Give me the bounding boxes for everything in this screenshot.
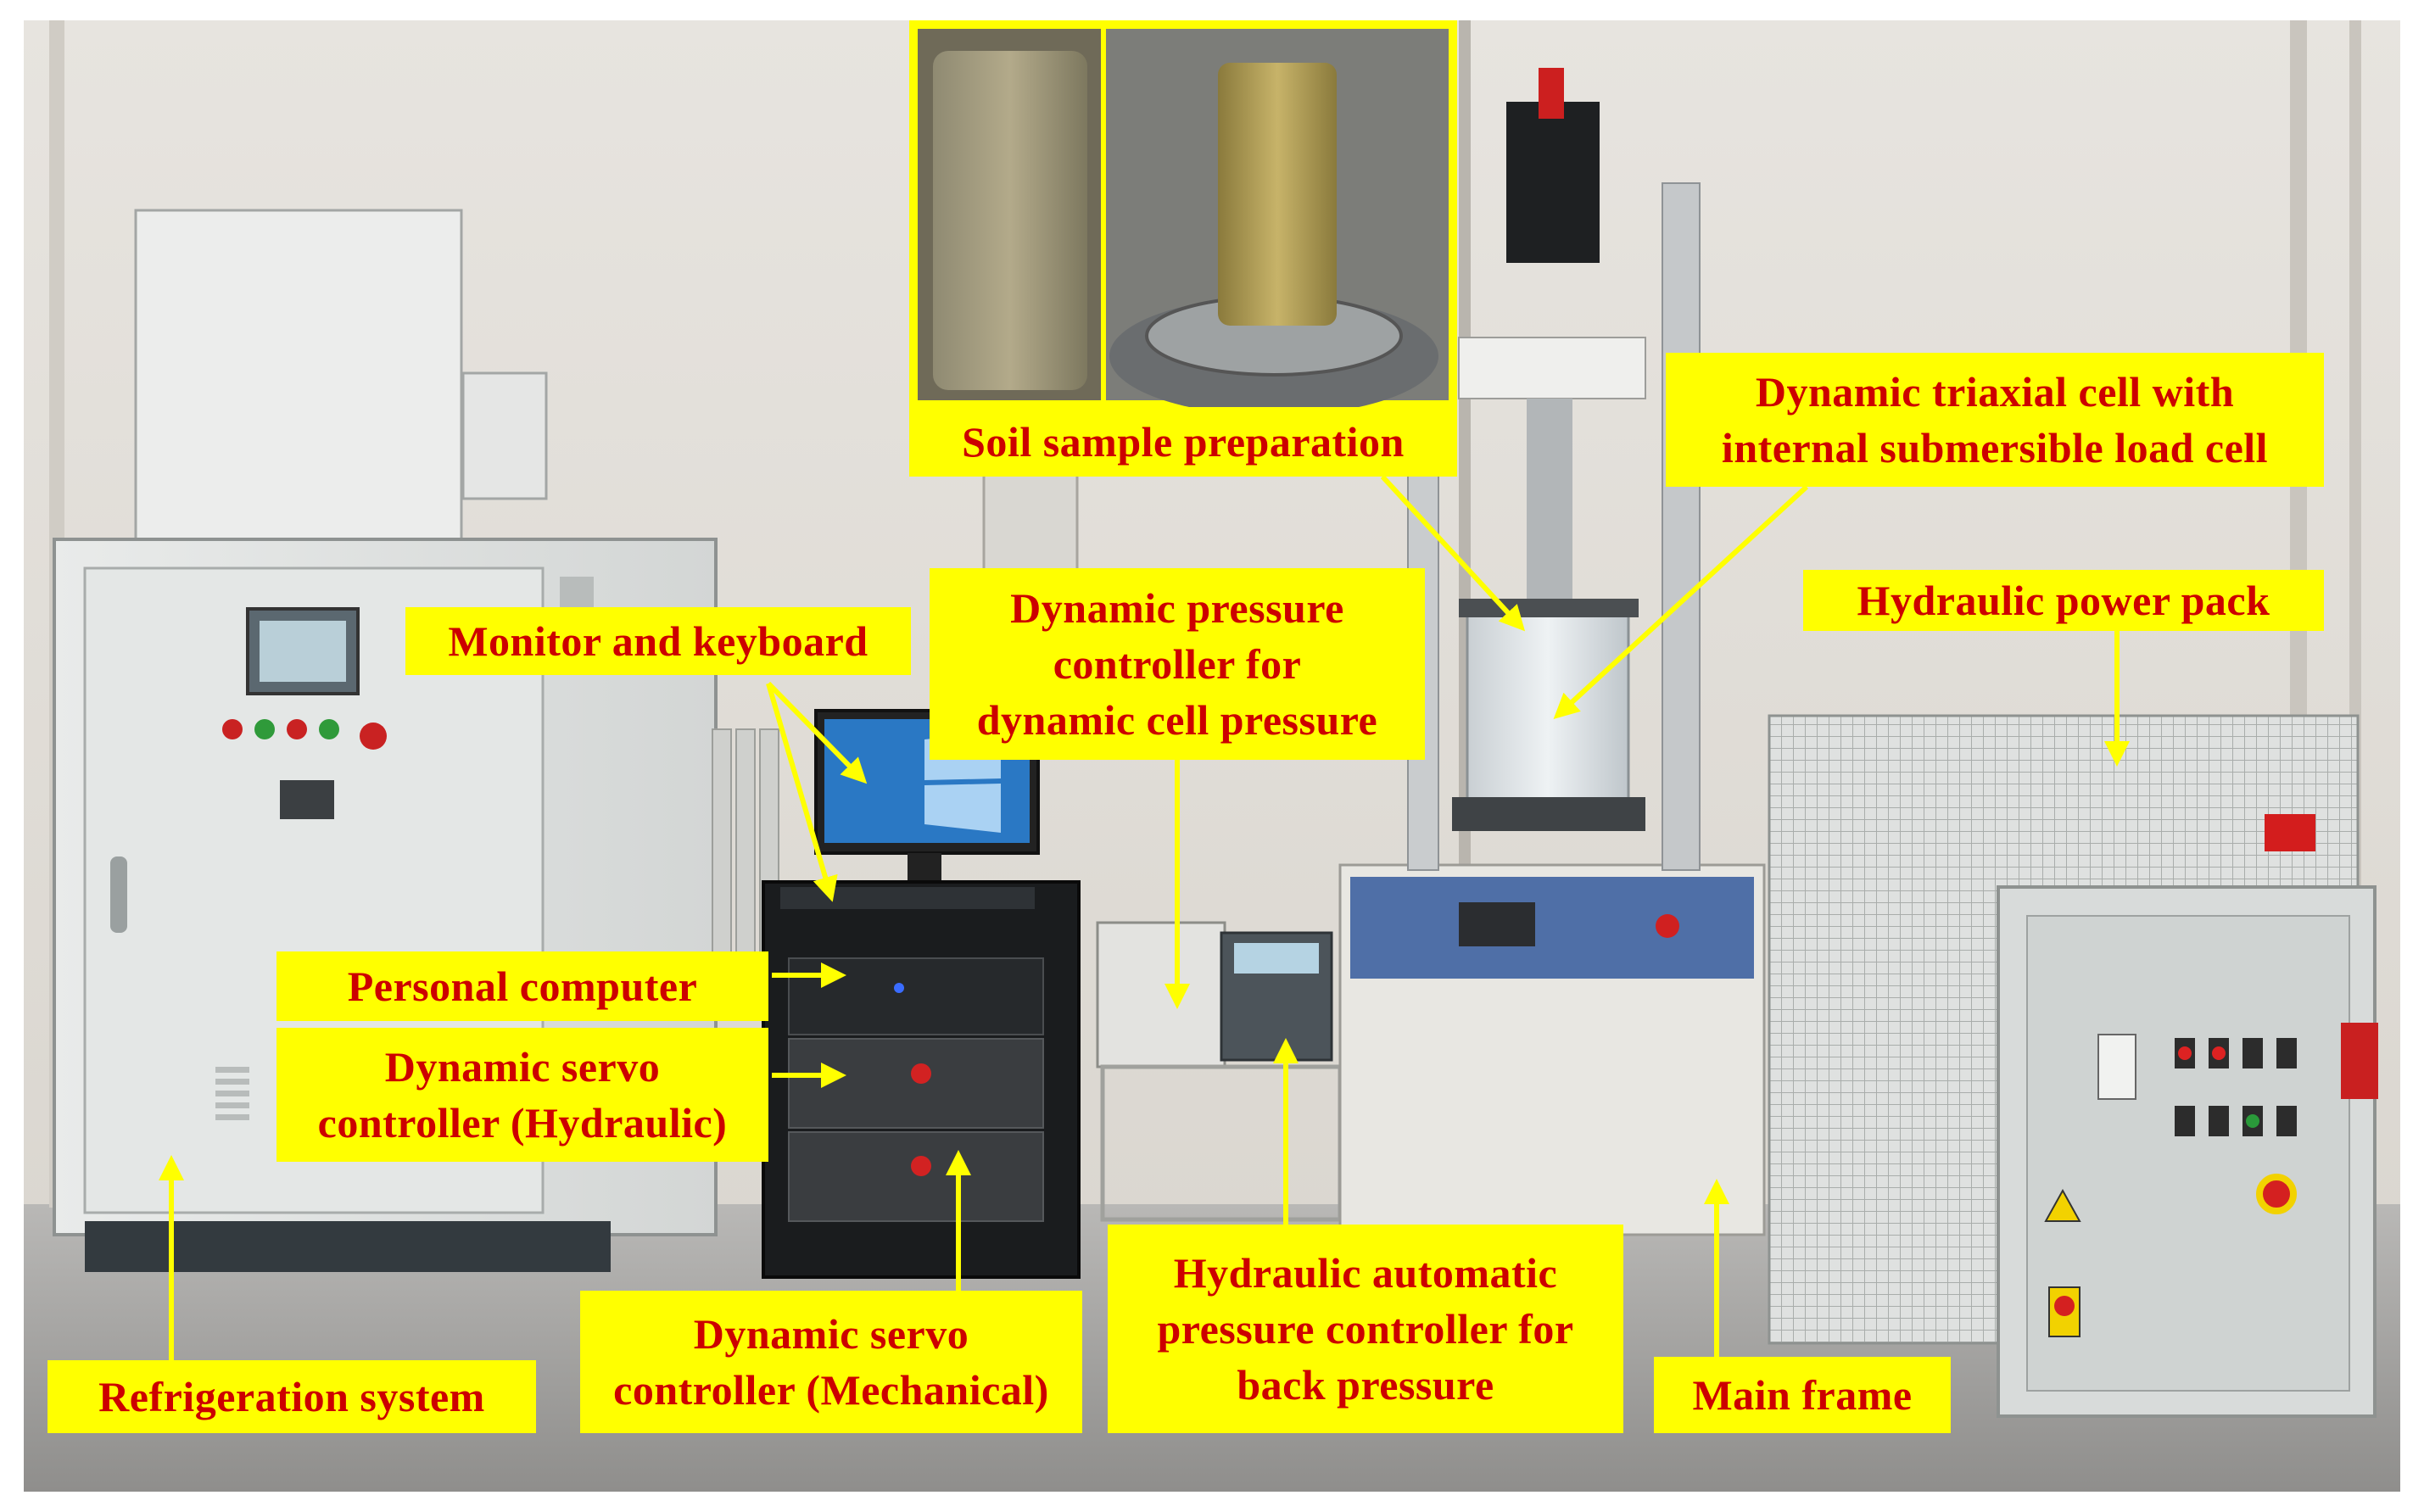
soil-sample-right xyxy=(1218,63,1337,326)
label-line: Hydraulic automatic xyxy=(1173,1249,1558,1297)
arrow-monitor xyxy=(766,681,868,784)
label-line: controller for xyxy=(1053,640,1302,688)
computer-rack xyxy=(762,709,1081,1279)
hydraulic-power-pack xyxy=(1768,714,2378,1418)
soil-sample-left xyxy=(933,51,1087,390)
label-line: controller (Mechanical) xyxy=(613,1366,1049,1414)
label-servo-hydraulic: Dynamic servo controller (Hydraulic) xyxy=(276,1028,768,1162)
label-triaxial-cell: Dynamic triaxial cell with internal subme… xyxy=(1666,353,2324,487)
label-line: Dynamic servo xyxy=(693,1310,969,1358)
label-main-frame: Main frame xyxy=(1654,1357,1951,1433)
label-line: Main frame xyxy=(1692,1371,1913,1419)
label-line: dynamic cell pressure xyxy=(976,696,1378,744)
label-servo-mechanical: Dynamic servo controller (Mechanical) xyxy=(580,1291,1082,1433)
label-line: Dynamic triaxial cell with xyxy=(1755,368,2235,416)
label-line: Soil sample preparation xyxy=(962,418,1405,466)
label-line: Hydraulic power pack xyxy=(1857,577,2270,624)
label-line: Refrigeration system xyxy=(98,1373,485,1420)
label-line: Monitor and keyboard xyxy=(448,617,869,665)
label-line: Dynamic pressure xyxy=(1010,584,1344,632)
label-monitor-keyboard: Monitor and keyboard xyxy=(405,607,911,675)
label-line: controller (Hydraulic) xyxy=(317,1099,728,1147)
arrow-soil-sample xyxy=(1380,474,1526,632)
label-line: Personal computer xyxy=(347,962,698,1010)
label-refrigeration: Refrigeration system xyxy=(47,1360,536,1433)
main-frame xyxy=(1338,68,1766,1236)
label-personal-computer: Personal computer xyxy=(276,951,768,1021)
arrow-keyboard xyxy=(766,683,838,902)
label-line: Dynamic servo xyxy=(384,1043,661,1091)
label-line: pressure controller for xyxy=(1157,1305,1574,1353)
callout-arrows xyxy=(159,474,2130,1360)
triaxial-cell xyxy=(1466,609,1630,807)
label-hydraulic-power-pack: Hydraulic power pack xyxy=(1803,570,2324,631)
label-soil-sample: Soil sample preparation xyxy=(909,407,1457,477)
soil-sample-inset xyxy=(909,20,1457,416)
label-line: internal submersible load cell xyxy=(1721,424,2269,471)
label-dynamic-pressure-controller: Dynamic pressure controller for dynamic ce… xyxy=(930,568,1425,760)
label-line: back pressure xyxy=(1237,1361,1494,1409)
arrow-triaxial-cell xyxy=(1553,484,1809,720)
label-hydraulic-auto-pressure: Hydraulic automatic pressure controller f… xyxy=(1108,1225,1623,1433)
